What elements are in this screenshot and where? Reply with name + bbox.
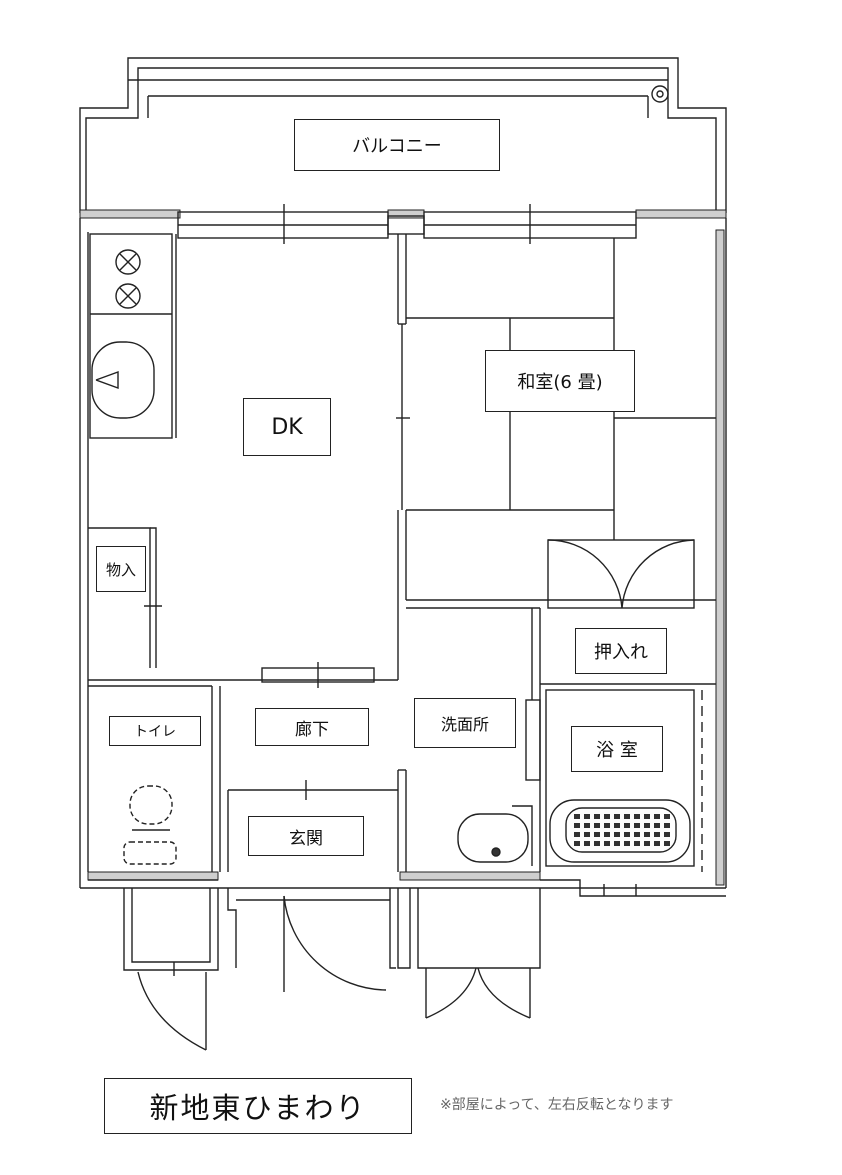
bathtub-dot [624,823,630,828]
bathtub-dot [614,832,620,837]
bathtub-dot [644,823,650,828]
interior-walls [88,234,716,872]
bathtub-dot [614,814,620,819]
bathtub-dot [664,814,670,819]
room-label-yokushitsu: 浴 室 [571,726,663,772]
bathtub-dot [594,814,600,819]
bathtub-dot [594,832,600,837]
wash-basin [457,805,533,866]
room-label-rouka: 廊下 [255,708,369,746]
bathtub-dot [604,841,610,846]
bathtub-dot [634,814,640,819]
balcony-outline [79,57,727,213]
bathtub-dot [644,841,650,846]
bathtub-dot [654,832,660,837]
room-label-senmenjo: 洗面所 [414,698,516,748]
bathtub-dot [604,814,610,819]
kitchen-counter [89,233,177,439]
bathtub-dot [604,832,610,837]
bathtub-dot [584,814,590,819]
bathtub-dot [584,841,590,846]
outer-walls [79,218,727,889]
bathtub-dot [574,814,580,819]
bathtub-dot [634,832,640,837]
bathtub-dot [664,832,670,837]
storage-closet [88,527,162,668]
bathtub-dot [664,823,670,828]
property-name: 新地東ひまわり [104,1078,412,1134]
bathtub [545,689,703,872]
bathtub-dot [584,832,590,837]
bathtub-dot [664,841,670,846]
bathtub-dot [624,814,630,819]
bathtub-dot [614,841,620,846]
room-label-balcony: バルコニー [294,119,500,171]
bathtub-dot [574,841,580,846]
bathtub-dot [594,841,600,846]
room-label-oshiire: 押入れ [575,628,667,674]
bathtub-dot [594,823,600,828]
exterior-wall [79,209,727,886]
toilet-fixture [123,785,177,865]
room-label-genkan: 玄関 [248,816,364,856]
bathtub-pattern [574,814,670,846]
bathtub-dot [644,832,650,837]
bathtub-dot [634,841,640,846]
bathtub-dot [604,823,610,828]
bathtub-dot [654,814,660,819]
room-label-dk: DK [243,398,331,456]
layout-note: ※部屋によって、左右反転となります [440,1097,674,1113]
bathtub-dot [624,832,630,837]
room-label-monoire: 物入 [96,546,146,592]
bathtub-dot [624,841,630,846]
room-label-washitsu: 和室(6 畳) [485,350,635,412]
entrance-structure [123,879,726,1051]
bathtub-dot [644,814,650,819]
room-label-toilet: トイレ [109,716,201,746]
bathtub-dot [634,823,640,828]
bathtub-dot [584,823,590,828]
bathtub-dot [574,832,580,837]
bathtub-dot [654,841,660,846]
bathtub-dot [654,823,660,828]
window-top [177,204,637,244]
bathtub-dot [614,823,620,828]
bathtub-dot [574,823,580,828]
